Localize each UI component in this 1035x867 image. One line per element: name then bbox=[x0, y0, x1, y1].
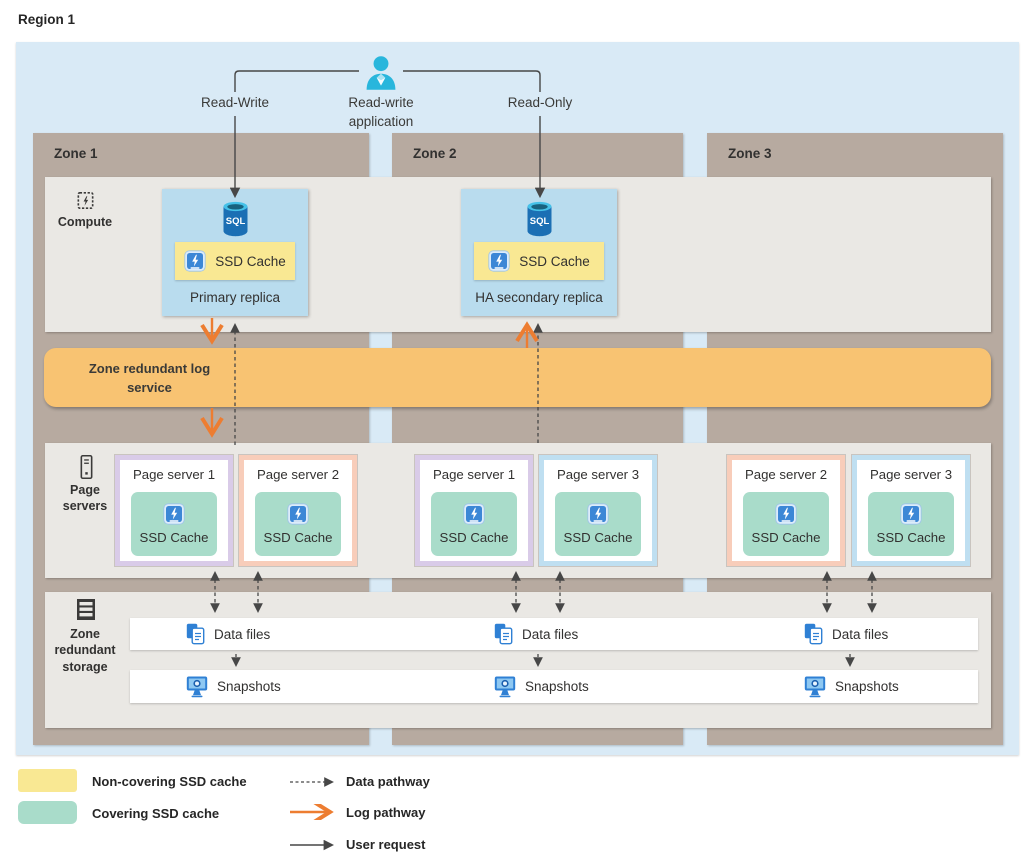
ssd-cache-label: SSD Cache bbox=[215, 253, 286, 269]
covering-ssd-cache: SSD Cache bbox=[555, 492, 641, 556]
log-service-label: Zone redundant log service bbox=[88, 361, 211, 395]
log-service-bar: Zone redundant log service bbox=[44, 348, 991, 407]
covering-ssd-cache: SSD Cache bbox=[868, 492, 954, 556]
page-server-title: Page server 1 bbox=[132, 467, 216, 482]
compute-section-label: Compute bbox=[57, 215, 113, 229]
page-server-card: Page server 1 SSD Cache bbox=[414, 454, 534, 567]
storage-icon bbox=[76, 598, 96, 621]
data-files-icon bbox=[494, 623, 513, 645]
sql-database-icon: SQL bbox=[222, 201, 249, 237]
snapshots-label: Snapshots bbox=[525, 679, 589, 694]
server-icon bbox=[79, 454, 94, 480]
ssd-cache-label: SSD Cache bbox=[876, 530, 946, 545]
ssd-disk-icon bbox=[775, 503, 797, 525]
zone-1-title: Zone 1 bbox=[54, 146, 98, 161]
covering-ssd-cache: SSD Cache bbox=[431, 492, 517, 556]
primary-replica-caption: Primary replica bbox=[189, 290, 281, 305]
sql-icon-text: SQL bbox=[529, 216, 549, 227]
snapshots-label: Snapshots bbox=[835, 679, 899, 694]
data-files-label: Data files bbox=[832, 626, 889, 642]
data-files-item: Data files bbox=[804, 618, 888, 650]
zone-2-title: Zone 2 bbox=[413, 146, 457, 161]
data-files-label: Data files bbox=[214, 626, 271, 642]
data-files-item: Data files bbox=[494, 618, 578, 650]
legend-label-data-pathway: Data pathway bbox=[346, 774, 430, 789]
page-server-title: Page server 1 bbox=[432, 467, 516, 482]
data-files-label: Data files bbox=[522, 626, 579, 642]
ssd-disk-icon bbox=[184, 250, 206, 272]
legend-label-covering: Covering SSD cache bbox=[92, 806, 220, 821]
snapshots-bar: Snapshots Snapshots Snapshots bbox=[130, 670, 978, 703]
user-icon bbox=[363, 55, 399, 91]
snapshots-icon bbox=[186, 675, 208, 698]
page-server-title: Page server 3 bbox=[869, 467, 953, 482]
ha-replica-caption: HA secondary replica bbox=[475, 290, 603, 305]
legend-label-log-pathway: Log pathway bbox=[346, 805, 426, 820]
page-server-card: Page server 2 SSD Cache bbox=[726, 454, 846, 567]
ssd-disk-icon bbox=[587, 503, 609, 525]
page-server-card: Page server 3 SSD Cache bbox=[538, 454, 658, 567]
ssd-disk-icon bbox=[488, 250, 510, 272]
ssd-disk-icon bbox=[163, 503, 185, 525]
user-request-legend-arrow bbox=[288, 838, 342, 852]
page-server-title: Page server 2 bbox=[744, 467, 828, 482]
page-server-title: Page server 3 bbox=[556, 467, 640, 482]
non-covering-ssd-cache: SSD Cache bbox=[474, 242, 604, 280]
ssd-cache-label: SSD Cache bbox=[263, 530, 333, 545]
covering-ssd-cache: SSD Cache bbox=[255, 492, 341, 556]
ssd-cache-label: SSD Cache bbox=[563, 530, 633, 545]
covering-ssd-cache: SSD Cache bbox=[131, 492, 217, 556]
data-pathway-legend-arrow bbox=[288, 775, 342, 789]
data-files-icon bbox=[804, 623, 823, 645]
page-server-card: Page server 3 SSD Cache bbox=[851, 454, 971, 567]
sql-database-icon: SQL bbox=[526, 201, 553, 237]
non-covering-ssd-cache: SSD Cache bbox=[175, 242, 295, 280]
read-write-label: Read-Write bbox=[200, 95, 270, 110]
storage-section-label: Zone redundant storage bbox=[54, 627, 116, 674]
snapshots-icon bbox=[494, 675, 516, 698]
ssd-cache-label: SSD Cache bbox=[439, 530, 509, 545]
data-files-item: Data files bbox=[186, 618, 270, 650]
legend-label-user-request: User request bbox=[346, 837, 426, 852]
data-files-icon bbox=[186, 623, 205, 645]
region-title: Region 1 bbox=[18, 12, 76, 27]
data-files-bar: Data files Data files Data files bbox=[130, 618, 978, 650]
snapshots-icon bbox=[804, 675, 826, 698]
ssd-disk-icon bbox=[287, 503, 309, 525]
page-servers-section-label: Page servers bbox=[62, 483, 108, 514]
ssd-disk-icon bbox=[463, 503, 485, 525]
covering-ssd-cache: SSD Cache bbox=[743, 492, 829, 556]
page-server-card: Page server 1 SSD Cache bbox=[114, 454, 234, 567]
snapshots-item: Snapshots bbox=[804, 670, 899, 703]
legend-swatch-non-covering bbox=[18, 769, 77, 792]
ssd-disk-icon bbox=[900, 503, 922, 525]
ha-secondary-replica-box: SQL SSD Cache HA secondary replica bbox=[461, 189, 617, 316]
primary-replica-box: SQL SSD Cache Primary replica bbox=[162, 189, 308, 316]
ssd-cache-label: SSD Cache bbox=[139, 530, 209, 545]
log-pathway-legend-arrow bbox=[288, 804, 342, 820]
read-only-label: Read-Only bbox=[507, 95, 573, 110]
application-label: Read-write application bbox=[348, 95, 414, 129]
page-server-title: Page server 2 bbox=[256, 467, 340, 482]
zone-3-title: Zone 3 bbox=[728, 146, 772, 161]
ssd-cache-label: SSD Cache bbox=[751, 530, 821, 545]
snapshots-item: Snapshots bbox=[186, 670, 281, 703]
sql-icon-text: SQL bbox=[225, 216, 245, 227]
legend-label-non-covering: Non-covering SSD cache bbox=[92, 774, 247, 789]
ssd-cache-label: SSD Cache bbox=[519, 253, 590, 269]
legend-swatch-covering bbox=[18, 801, 77, 824]
chip-icon bbox=[75, 189, 96, 212]
snapshots-label: Snapshots bbox=[217, 679, 281, 694]
snapshots-item: Snapshots bbox=[494, 670, 589, 703]
storage-section bbox=[45, 592, 991, 728]
page-server-card: Page server 2 SSD Cache bbox=[238, 454, 358, 567]
